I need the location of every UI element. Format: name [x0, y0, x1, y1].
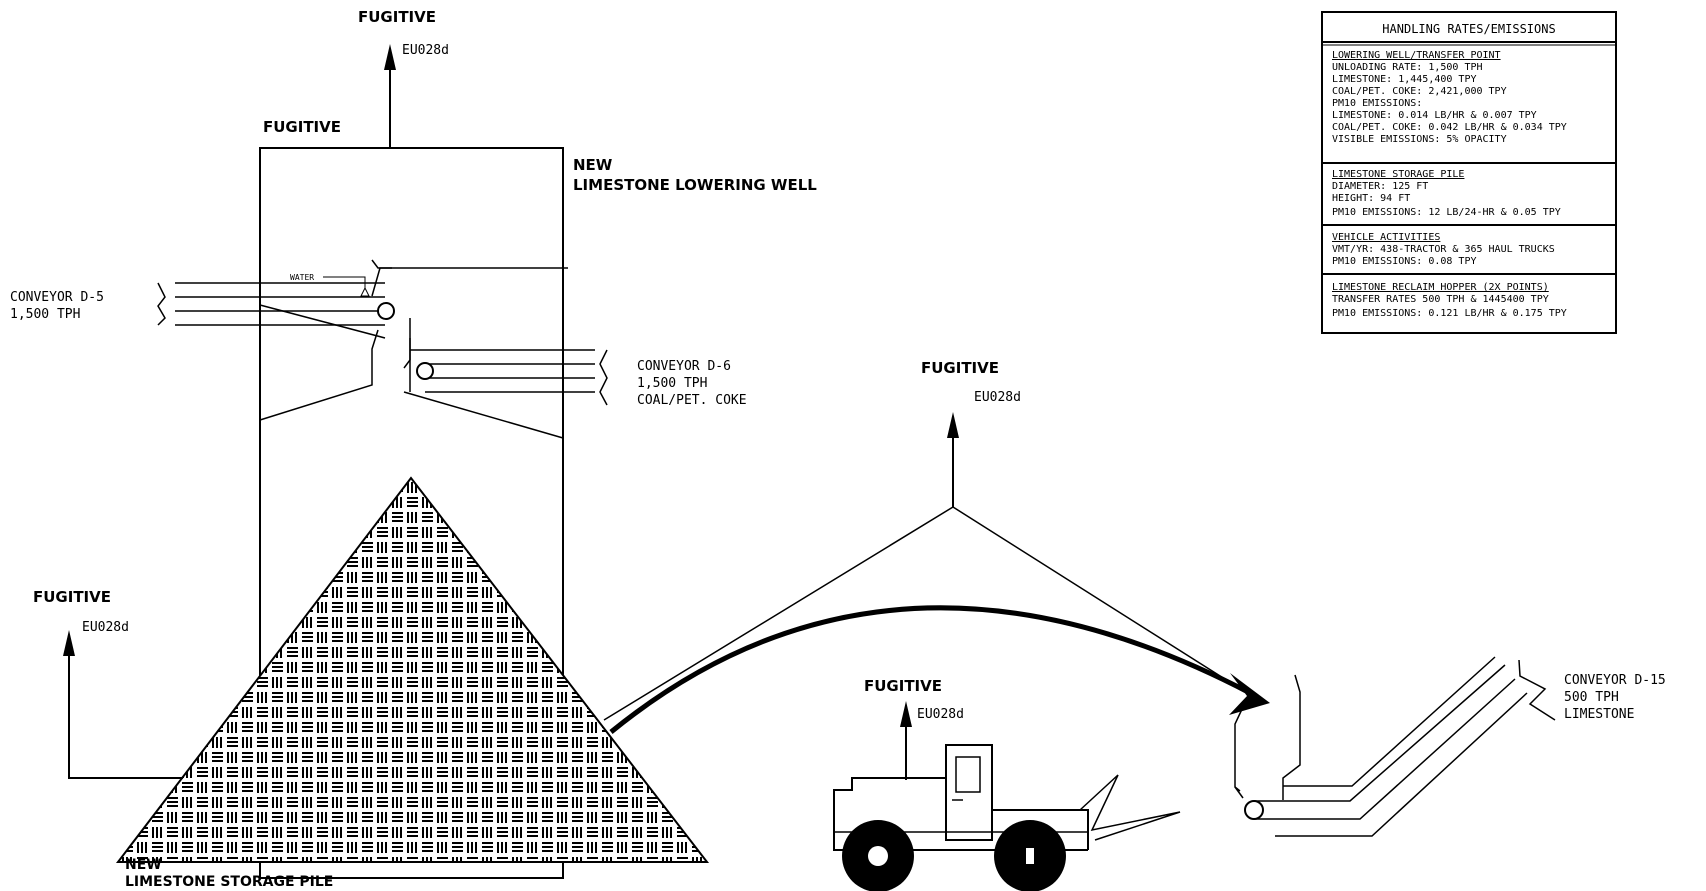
- break-line-icon: [1518, 659, 1556, 721]
- emission-unit-label: EU028d: [402, 43, 449, 58]
- conveyor-d15-name: CONVEYOR D-15: [1564, 673, 1666, 688]
- conveyor-d5: CONVEYOR D-5 1,500 TPH: [10, 259, 568, 326]
- nozzle-icon: [360, 286, 370, 297]
- pulley-icon: [377, 302, 395, 320]
- table-line: LIMESTONE: 0.014 LB/HR & 0.007 TPY: [1332, 110, 1537, 121]
- section-heading: LIMESTONE RECLAIM HOPPER (2X POINTS): [1332, 282, 1549, 293]
- water-spray: WATER: [290, 267, 392, 297]
- emission-unit-label-vehicle: EU028d: [917, 707, 964, 722]
- conveyor-d5-name: CONVEYOR D-5: [10, 290, 104, 305]
- lowering-well-title: LIMESTONE LOWERING WELL: [573, 176, 817, 194]
- section-heading: LIMESTONE STORAGE PILE: [1332, 169, 1464, 180]
- fugitive-vent-lowering-well: FUGITIVE EU028d: [358, 8, 449, 148]
- section-heading: LOWERING WELL/TRANSFER POINT: [1332, 50, 1501, 61]
- loader-vehicle: FUGITIVE EU028d: [833, 677, 1181, 891]
- conveyor-d6: CONVEYOR D-6 1,500 TPH COAL/PET. COKE: [409, 338, 747, 408]
- table-line: HEIGHT: 94 FT: [1332, 193, 1410, 204]
- conveyor-d15: CONVEYOR D-15 500 TPH LIMESTONE: [1244, 656, 1666, 837]
- lowering-well: FUGITIVE NEW LIMESTONE LOWERING WELL: [259, 118, 817, 879]
- conveyor-d6-rate: 1,500 TPH: [637, 376, 707, 391]
- conveyor-d5-rate: 1,500 TPH: [10, 307, 80, 322]
- pulley-icon: [416, 362, 434, 380]
- arrow-up-icon: [384, 44, 396, 70]
- fugitive-label-well: FUGITIVE: [263, 118, 341, 136]
- table-line: DIAMETER: 125 FT: [1332, 181, 1428, 192]
- table-line: PM10 EMISSIONS: 12 LB/24-HR & 0.05 TPY: [1332, 207, 1561, 218]
- table-line: PM10 EMISSIONS: 0.121 LB/HR & 0.175 TPY: [1332, 308, 1567, 319]
- conveyor-d6-material: COAL/PET. COKE: [637, 393, 747, 408]
- conveyor-d15-material: LIMESTONE: [1564, 707, 1634, 722]
- pulley-icon: [1244, 800, 1264, 820]
- arrow-up-icon: [900, 701, 912, 727]
- fugitive-vent-pile: FUGITIVE EU028d: [33, 588, 183, 779]
- conveyor-d15-rate: 500 TPH: [1564, 690, 1619, 705]
- arrow-head-icon: [1229, 673, 1270, 715]
- fugitive-label-reclaim: FUGITIVE: [921, 359, 999, 377]
- break-line-icon: [157, 282, 166, 326]
- fugitive-label-pile: FUGITIVE: [33, 588, 111, 606]
- conveyor-d6-name: CONVEYOR D-6: [637, 359, 731, 374]
- table-line: COAL/PET. COKE: 0.042 LB/HR & 0.034 TPY: [1332, 122, 1567, 133]
- table-line: COAL/PET. COKE: 2,421,000 TPY: [1332, 86, 1507, 97]
- break-line-icon: [599, 349, 608, 406]
- table-line: PM10 EMISSIONS: 0.08 TPY: [1332, 256, 1477, 267]
- fugitive-label-vehicle: FUGITIVE: [864, 677, 942, 695]
- handling-rates-table: HANDLING RATES/EMISSIONS LOWERING WELL/T…: [1321, 11, 1617, 334]
- fugitive-label: FUGITIVE: [358, 8, 436, 26]
- table-line: PM10 EMISSIONS:: [1332, 98, 1422, 109]
- section-heading: VEHICLE ACTIVITIES: [1332, 232, 1440, 243]
- new-label-pile: NEW: [125, 857, 162, 873]
- table-line: VMT/YR: 438-TRACTOR & 365 HAUL TRUCKS: [1332, 244, 1555, 255]
- emission-unit-label-reclaim: EU028d: [974, 390, 1021, 405]
- reclaim-path: FUGITIVE EU028d: [603, 359, 1270, 734]
- new-label-well: NEW: [573, 156, 613, 174]
- water-label: WATER: [290, 273, 314, 282]
- emission-unit-label-pile: EU028d: [82, 620, 129, 635]
- storage-pile-title: LIMESTONE STORAGE PILE: [125, 874, 333, 890]
- arrow-up-icon: [63, 630, 75, 656]
- arrow-up-icon: [947, 412, 959, 438]
- table-line: LIMESTONE: 1,445,400 TPY: [1332, 74, 1477, 85]
- table-line: VISIBLE EMISSIONS: 5% OPACITY: [1332, 134, 1507, 145]
- table-line: TRANSFER RATES 500 TPH & 1445400 TPY: [1332, 294, 1549, 305]
- table-title: HANDLING RATES/EMISSIONS: [1382, 22, 1555, 36]
- reclaim-hopper: [1234, 674, 1301, 800]
- limestone-storage-pile: NEW LIMESTONE STORAGE PILE: [115, 476, 710, 890]
- table-line: UNLOADING RATE: 1,500 TPH: [1332, 62, 1483, 73]
